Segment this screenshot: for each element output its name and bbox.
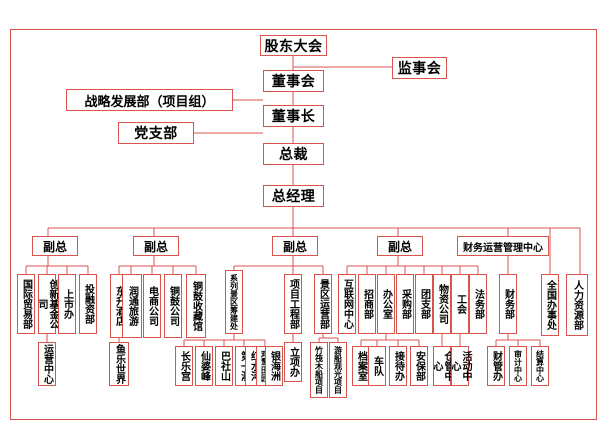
unit-bamboo-raft: 竹筏木船项目 — [310, 342, 328, 398]
unit-reception: 接待办 — [389, 346, 407, 386]
line-vp1-bar — [25, 256, 89, 274]
vp2-box: 副总 — [133, 236, 179, 256]
hr-box: 人力资源部 — [566, 274, 588, 336]
vp4-box: 副总 — [377, 236, 423, 256]
unit-lixiangban: 立项办 — [284, 342, 302, 382]
unit-drum-company: 铜鼓公司 — [164, 274, 182, 338]
unit-changle: 长乐宫 — [175, 346, 193, 386]
general-manager-box: 总经理 — [263, 185, 324, 207]
unit-trade: 国际贸易部 — [17, 274, 35, 334]
unit-prep-office: 系列景区筹建处 — [225, 270, 243, 334]
unit-settlement-center: 结算中心 — [531, 346, 549, 386]
unit-office: 办公室 — [377, 274, 395, 334]
unit-activity-center: 活动中心 — [449, 346, 471, 386]
line-vp2-bar — [118, 256, 197, 274]
vp1-box: 副总 — [32, 236, 78, 256]
unit-tourism-visible: 润通旅游 — [122, 274, 142, 338]
unit-audit-center: 审计中心 — [509, 346, 527, 386]
shareholders-meeting-box: 股东大会 — [260, 35, 327, 56]
line-vp4-bar — [346, 256, 479, 274]
unit-ecommerce: 电商公司 — [143, 274, 161, 338]
unit-sightseeing-boat: 游船观光项目 — [329, 342, 347, 398]
supervisory-board-box: 监事会 — [392, 57, 447, 79]
unit-internet: 互联网中心 — [338, 274, 356, 334]
line-vp3-bar — [233, 256, 324, 274]
board-of-directors-box: 董事会 — [263, 70, 324, 92]
unit-league-branch: 团支部 — [415, 274, 433, 334]
unit-finance-dept: 财务部 — [499, 274, 517, 334]
unit-ops-center: 运营中心 — [38, 342, 56, 386]
unit-fleet: 车队 — [368, 346, 386, 386]
unit-fish-world: 鱼乐世界 — [109, 342, 129, 386]
frame-border — [10, 29, 597, 420]
president-box: 总裁 — [263, 143, 324, 165]
unit-investment: 投融资部 — [79, 274, 97, 334]
unit-drum-museum: 铜鼓收藏馆 — [186, 274, 206, 338]
line-finance-sub — [495, 334, 541, 346]
unit-materials: 物资公司 — [433, 274, 451, 334]
unit-xianpo: 仙婆峰 — [195, 346, 213, 386]
unit-treasury: 财管办 — [487, 346, 505, 386]
chairman-box: 董事长 — [263, 105, 324, 127]
unit-warehouse: 仓管中心 — [431, 346, 453, 386]
unit-legal: 法务部 — [469, 274, 487, 334]
unit-union: 工会 — [451, 274, 469, 334]
line-prep-bar — [183, 334, 266, 346]
unit-purchasing: 采购部 — [396, 274, 414, 334]
national-office-box: 全国办事处 — [541, 274, 559, 336]
unit-fund: 创新基金公司 — [36, 274, 58, 334]
unit-security: 安保部 — [410, 346, 428, 386]
unit-engineering: 项目工程部 — [284, 274, 302, 334]
vp3-box: 副总 — [272, 236, 318, 256]
line-office-sub — [360, 334, 420, 346]
unit-scenic-ops: 景区运营部 — [314, 274, 332, 334]
unit-merchants: 招商部 — [358, 274, 376, 334]
strategy-department-box: 战略发展部（项目组） — [66, 89, 233, 111]
unit-basheshan: 巴社山 — [215, 346, 233, 386]
unit-yinhaizhou: 银海洲 — [265, 346, 283, 386]
unit-listing: 上市办 — [58, 274, 76, 334]
line-scenic — [318, 334, 339, 342]
party-branch-box: 党支部 — [118, 122, 194, 144]
finance-center-box: 财务运营管理中心 — [457, 236, 549, 256]
